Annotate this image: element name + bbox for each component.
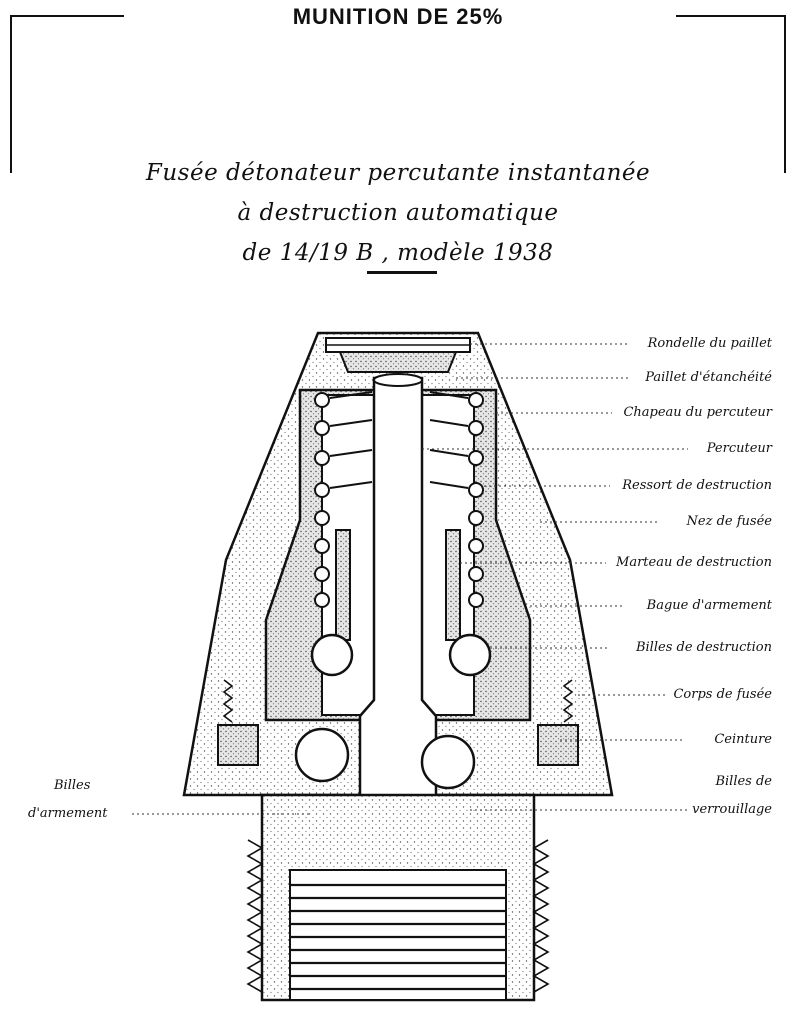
corps-fusee-thread-right <box>562 679 574 723</box>
label-marteau-destruction: Marteau de destruction <box>616 555 772 570</box>
ceinture-right <box>537 724 579 766</box>
label-percuteur: Percuteur <box>706 441 772 456</box>
label-rondelle-paillet: Rondelle du paillet <box>647 336 772 351</box>
label-ceinture: Ceinture <box>714 732 772 747</box>
label-chapeau-percuteur: Chapeau du percuteur <box>623 405 772 420</box>
frame-top-right <box>676 15 786 17</box>
outer-thread-right <box>532 839 550 993</box>
billes-destruction <box>310 633 492 677</box>
label-billes-verrouillage-line1: Billes de <box>715 774 772 789</box>
frame-top-left <box>10 15 124 17</box>
outer-thread-left <box>246 839 264 993</box>
inner-threads <box>290 883 506 991</box>
title-underline <box>367 271 437 274</box>
label-corps-fusee: Corps de fusée <box>673 687 772 702</box>
diagram-title-line-3: de 14/19 B , modèle 1938 <box>242 240 554 266</box>
ceinture-left <box>217 724 259 766</box>
frame-left-vertical <box>10 15 12 173</box>
label-bague-armement: Bague d'armement <box>646 598 772 613</box>
paillet-etancheite <box>338 351 458 373</box>
marteau-destruction-right <box>445 529 461 641</box>
corps-fusee-thread-left <box>222 679 234 723</box>
label-billes-armement-line1: Billes <box>54 778 91 793</box>
label-ressort-destruction: Ressort de destruction <box>622 478 772 493</box>
label-nez-fusee: Nez de fusée <box>686 514 772 529</box>
diagram-title-line-1: Fusée détonateur percutante instantanée <box>145 160 651 186</box>
fuse-cross-section-diagram <box>132 331 690 1002</box>
detonator-chamber <box>289 869 507 1001</box>
frame-right-vertical <box>784 15 786 173</box>
leader-lines <box>132 343 690 815</box>
marteau-destruction-left <box>335 529 351 641</box>
page-title: MUNITION DE 25% <box>292 4 504 29</box>
label-paillet-etancheite: Paillet d'étanchéité <box>645 370 772 385</box>
ressort-destruction <box>314 392 484 608</box>
diagram-title-line-2: à destruction automatique <box>237 200 559 226</box>
billes-armement <box>294 727 476 790</box>
label-billes-destruction: Billes de destruction <box>635 640 772 655</box>
label-billes-armement-line2: d'armement <box>28 806 108 821</box>
label-billes-verrouillage-line2: verrouillage <box>692 802 772 817</box>
